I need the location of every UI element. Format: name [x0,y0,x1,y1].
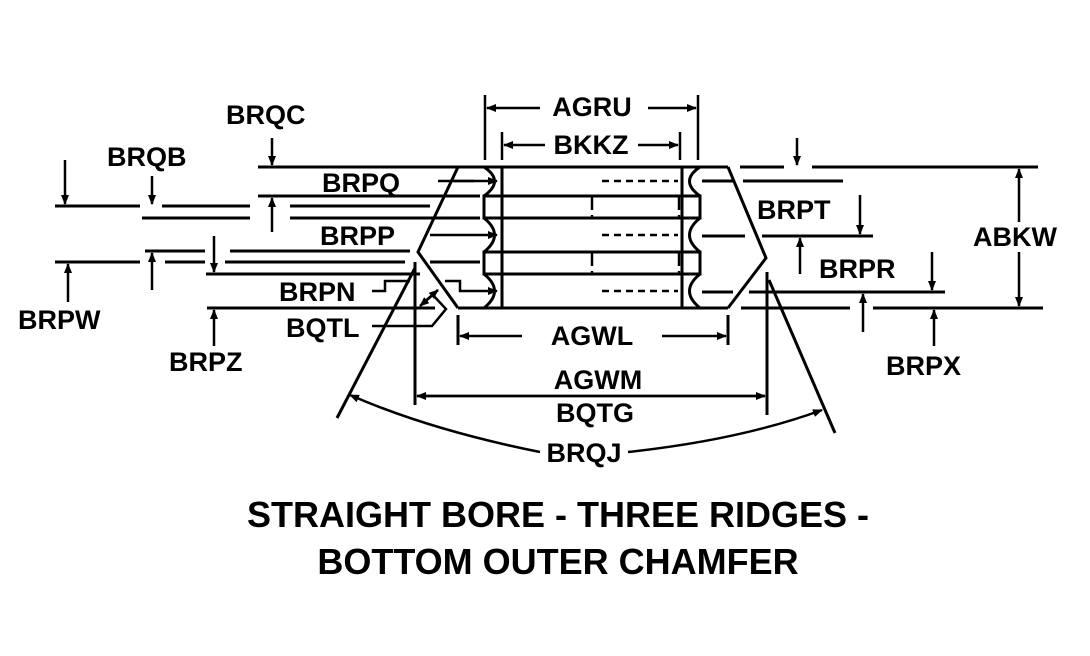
left-extension-lines [55,194,480,310]
label-bqtl: BQTL [286,313,360,343]
label-agwm: AGWM [554,365,642,395]
label-agru: AGRU [552,92,632,122]
label-brpn: BRPN [279,277,356,307]
dimension-labels: AGRU BKKZ BRQC BRQB BRPQ BRPP BRPN BQTL … [18,92,1057,468]
label-brpp: BRPP [320,221,395,251]
label-brpz: BRPZ [169,347,243,377]
label-agwl: AGWL [551,321,633,351]
label-abkw: ABKW [973,222,1057,252]
right-extension-lines [702,165,1043,310]
label-brpq: BRPQ [322,168,400,198]
title-line-2: BOTTOM OUTER CHAMFER [317,541,798,582]
label-brqc: BRQC [226,100,306,130]
label-brqb: BRQB [107,142,187,172]
taper-lines [335,262,837,434]
label-brpr: BRPR [819,254,896,284]
label-brpx: BRPX [886,351,961,381]
diagram-title: STRAIGHT BORE - THREE RIDGES - BOTTOM OU… [247,494,869,582]
label-bqtg: BQTG [556,398,634,428]
label-brqj: BRQJ [546,438,621,468]
label-bkkz: BKKZ [554,130,629,160]
title-line-1: STRAIGHT BORE - THREE RIDGES - [247,494,869,535]
dimension-arrows [61,95,1023,454]
label-brpw: BRPW [18,305,101,335]
label-brpt: BRPT [757,195,831,225]
